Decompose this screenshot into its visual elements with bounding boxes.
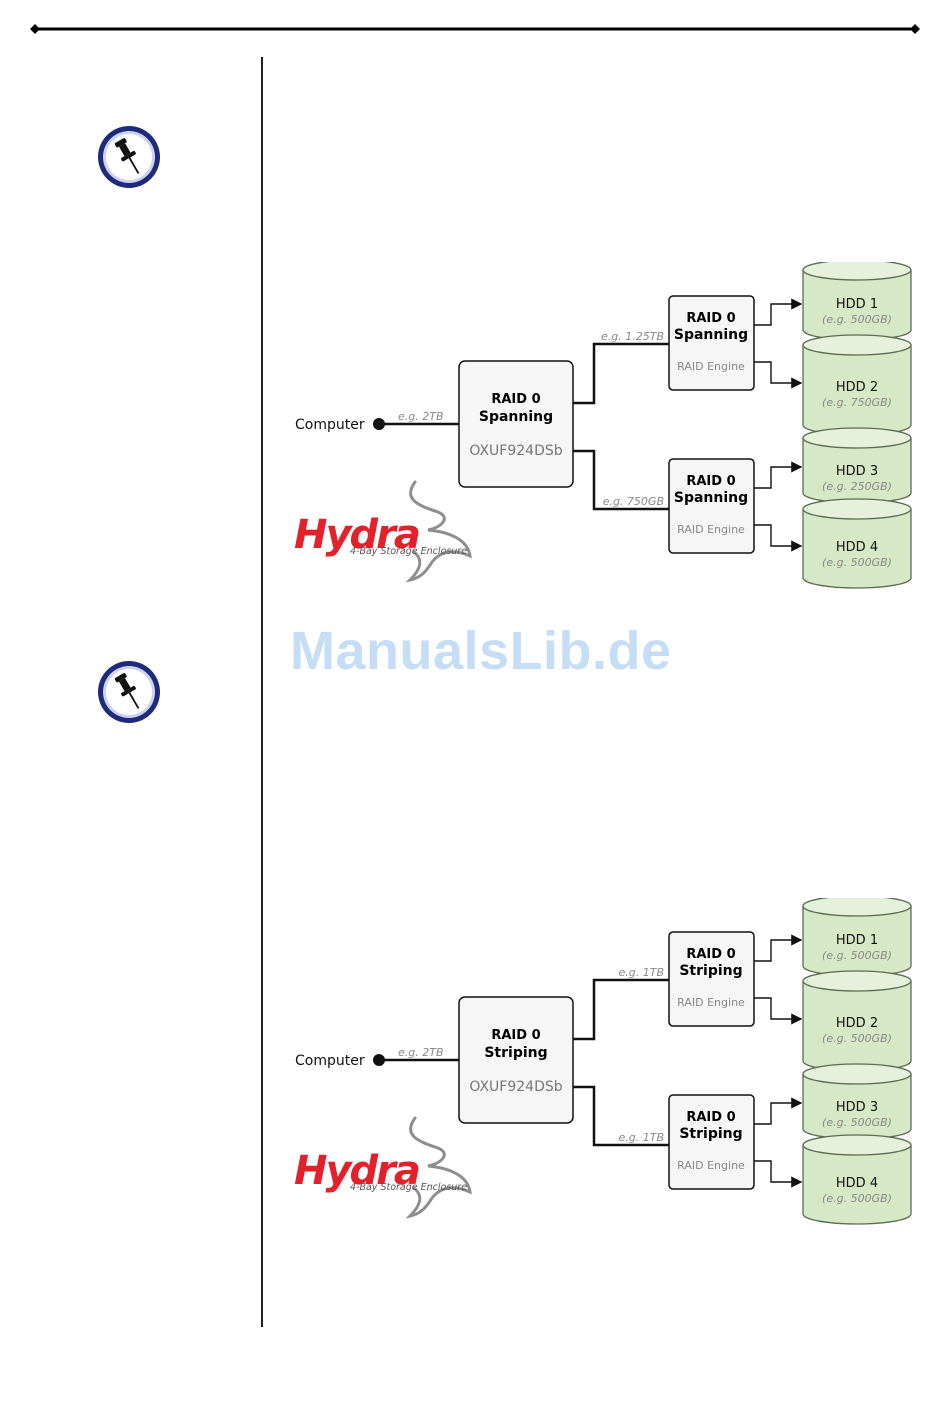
lower-raid-mode: Spanning — [674, 490, 748, 506]
controller-chip-label: OXUF924DSb — [469, 443, 562, 459]
hdd1-name: HDD 1 — [836, 297, 878, 312]
top-rule — [30, 24, 920, 34]
hdd3-connector — [754, 461, 803, 489]
logo-wordmark: Hydra — [294, 1148, 419, 1194]
main-raid-mode: Spanning — [479, 409, 553, 425]
hdd3-size: (e.g. 500GB) — [822, 1116, 892, 1129]
upper-link — [573, 342, 669, 405]
lower-link-label: e.g. 1TB — [618, 1131, 664, 1144]
upper-raid-level: RAID 0 — [686, 311, 735, 326]
hdd4-name: HDD 4 — [836, 540, 878, 555]
dragon-emblem — [405, 1116, 472, 1219]
main-raid-box — [458, 996, 574, 1124]
main-raid-level: RAID 0 — [491, 392, 540, 407]
hdd1-connector — [754, 934, 803, 962]
lower-raid-box — [668, 1094, 755, 1190]
upper-raid-mode: Striping — [679, 963, 742, 979]
hdd2-cylinder-top — [802, 970, 912, 992]
dragon-emblem — [405, 480, 472, 583]
computer-link-label: e.g. 2TB — [398, 1046, 444, 1059]
upper-raid-level: RAID 0 — [686, 947, 735, 962]
hdd2-size: (e.g. 750GB) — [822, 396, 892, 409]
controller-chip-label: OXUF924DSb — [469, 1079, 562, 1095]
hdd1-size: (e.g. 500GB) — [822, 949, 892, 962]
computer-label: Computer — [295, 417, 365, 433]
hdd3-name: HDD 3 — [836, 464, 878, 479]
logo-wordmark: Hydra — [294, 512, 419, 558]
lower-raid-engine-label: RAID Engine — [677, 1159, 745, 1172]
hdd4-connector — [754, 524, 803, 552]
upper-link — [573, 978, 669, 1041]
upper-raid-box — [668, 931, 755, 1027]
upper-raid-mode: Spanning — [674, 327, 748, 343]
lower-raid-level: RAID 0 — [686, 474, 735, 489]
hdd2-size: (e.g. 500GB) — [822, 1032, 892, 1045]
hdd3-name: HDD 3 — [836, 1100, 878, 1115]
main-raid-level: RAID 0 — [491, 1028, 540, 1043]
lower-link — [573, 449, 669, 511]
hdd1-size: (e.g. 500GB) — [822, 313, 892, 326]
hdd1-cylinder-top — [802, 262, 912, 281]
computer-link-label: e.g. 2TB — [398, 410, 444, 423]
hdd1-connector — [754, 298, 803, 326]
computer-label: Computer — [295, 1053, 365, 1069]
hdd4-cylinder — [802, 509, 912, 589]
hdd4-size: (e.g. 500GB) — [822, 556, 892, 569]
hdd2-name: HDD 2 — [836, 1016, 878, 1031]
hdd2-name: HDD 2 — [836, 380, 878, 395]
hdd3-size: (e.g. 250GB) — [822, 480, 892, 493]
lower-link — [573, 1085, 669, 1147]
lower-link-label: e.g. 750GB — [603, 495, 664, 508]
upper-raid-engine-label: RAID Engine — [677, 996, 745, 1009]
hdd4-name: HDD 4 — [836, 1176, 878, 1191]
hdd4-cylinder-top — [802, 1134, 912, 1156]
lower-raid-box — [668, 458, 755, 554]
hdd3-connector — [754, 1097, 803, 1125]
hdd4-cylinder — [802, 1145, 912, 1225]
hdd1-name: HDD 1 — [836, 933, 878, 948]
margin-separator-line — [261, 57, 263, 1327]
pushpin-icon — [98, 126, 160, 188]
upper-link-label: e.g. 1.25TB — [601, 330, 664, 343]
upper-raid-engine-label: RAID Engine — [677, 360, 745, 373]
logo-tagline: 4-Bay Storage Enclosure — [350, 546, 467, 557]
hdd2-cylinder-top — [802, 334, 912, 356]
main-raid-mode: Striping — [484, 1045, 547, 1061]
lower-raid-level: RAID 0 — [686, 1110, 735, 1125]
hdd1-cylinder-top — [802, 898, 912, 917]
upper-raid-box — [668, 295, 755, 391]
lower-raid-engine-label: RAID Engine — [677, 523, 745, 536]
upper-link-label: e.g. 1TB — [618, 966, 664, 979]
hdd2-connector — [754, 997, 803, 1025]
hdd3-cylinder-top — [802, 1063, 912, 1085]
watermark-text: ManualsLib.de — [290, 621, 672, 681]
hdd4-size: (e.g. 500GB) — [822, 1192, 892, 1205]
hdd3-cylinder-top — [802, 427, 912, 449]
hdd4-cylinder-top — [802, 498, 912, 520]
hdd4-connector — [754, 1160, 803, 1188]
lower-raid-mode: Striping — [679, 1126, 742, 1142]
main-raid-box — [458, 360, 574, 488]
pushpin-icon — [98, 661, 160, 723]
logo-tagline: 4-Bay Storage Enclosure — [350, 1182, 467, 1193]
hdd2-connector — [754, 361, 803, 389]
